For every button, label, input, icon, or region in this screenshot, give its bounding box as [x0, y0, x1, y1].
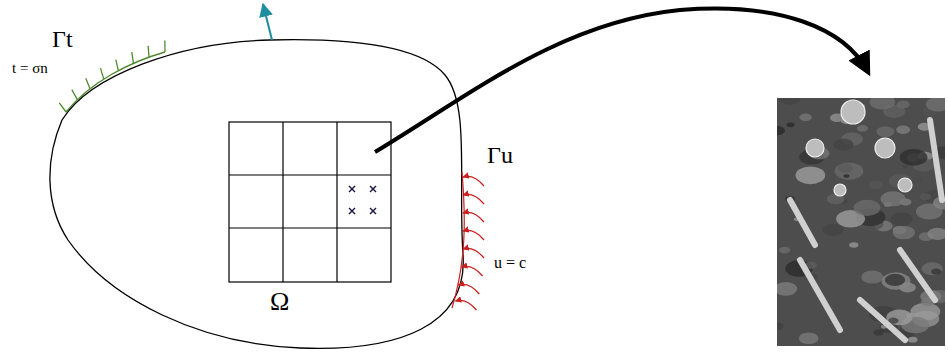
texture-grain [779, 98, 800, 105]
hatch-tick [59, 103, 66, 112]
normal-arrow [263, 4, 272, 40]
displacement-arrow [455, 300, 476, 310]
texture-grain [893, 226, 915, 239]
texture-grain [799, 332, 819, 344]
figure-label: Γu [487, 142, 513, 168]
texture-grain [849, 242, 858, 248]
figure-label: Ω [270, 288, 289, 317]
texture-grain [823, 224, 844, 236]
texture-grain [777, 126, 785, 135]
hatch-tick [116, 60, 118, 71]
fibre-rod [900, 250, 935, 300]
texture-grain [876, 126, 894, 137]
domain-outline [50, 40, 463, 349]
hatch-tick [132, 52, 134, 63]
microstructure-image [777, 98, 945, 346]
texture-grain [913, 177, 923, 183]
texture-grain [843, 174, 849, 178]
texture-grain [897, 101, 910, 109]
cross-stroke [370, 208, 376, 214]
displacement-arrow [463, 248, 484, 258]
texture-grain [835, 163, 863, 180]
particle-sphere [841, 100, 865, 124]
cross-stroke [349, 186, 355, 192]
cross-stroke [349, 186, 355, 192]
displacement-arrow [458, 284, 479, 294]
texture-grain [857, 125, 868, 132]
texture-grain [881, 191, 906, 206]
texture-grain [838, 164, 853, 173]
mesh-grid [229, 122, 391, 282]
traction-hatch [59, 41, 165, 112]
fibre-rod [800, 260, 840, 330]
texture-grain [896, 126, 910, 134]
texture-grain [927, 228, 945, 240]
particle-sphere [898, 178, 912, 192]
texture-grain [921, 262, 942, 275]
texture-grain [886, 309, 912, 325]
texture-grain [870, 98, 895, 110]
cross-stroke [349, 208, 355, 214]
texture-grain [885, 274, 905, 286]
zoom-arrow [375, 9, 868, 152]
texture-grain [882, 272, 911, 289]
texture-grain [919, 193, 931, 200]
cross-stroke [370, 186, 376, 192]
figure-label: u = c [494, 254, 526, 272]
gauss-point [349, 208, 355, 214]
texture-grain [833, 138, 853, 150]
cross-stroke [349, 208, 355, 214]
hatch-tick [164, 41, 165, 52]
cross-stroke [370, 208, 376, 214]
fibre-rod [930, 120, 942, 200]
displacement-boundary [452, 172, 464, 308]
displacement-arrow [462, 266, 483, 276]
gauss-point [349, 186, 355, 192]
fibre-rod [790, 200, 815, 245]
texture-grain [779, 247, 790, 254]
hatch-tick [72, 90, 77, 100]
texture-grain [926, 98, 945, 112]
gauss-point [370, 208, 376, 214]
texture-grain [890, 213, 913, 227]
particle-sphere [834, 184, 846, 196]
texture-grain [777, 282, 797, 296]
particle-sphere [875, 138, 895, 158]
figure-label: Γt [52, 26, 73, 52]
texture-grain [900, 149, 928, 166]
gauss-point [370, 186, 376, 192]
hatch-tick [147, 46, 149, 57]
texture-grain [869, 181, 883, 189]
particle-sphere [806, 139, 824, 157]
traction-boundary [66, 52, 165, 112]
texture-grain [931, 268, 941, 274]
gauss-points [349, 186, 376, 214]
texture-grain [796, 166, 826, 184]
texture-grain [777, 322, 783, 330]
fibre-rod [860, 300, 905, 340]
texture-grain [861, 270, 883, 283]
displacement-arrow [463, 176, 484, 186]
hatch-tick [100, 68, 103, 79]
hatch-tick [86, 78, 90, 89]
texture-grain [854, 200, 881, 216]
cross-stroke [370, 186, 376, 192]
texture-grain [873, 329, 884, 335]
texture-grain [786, 122, 794, 127]
displacement-arrow [463, 194, 484, 204]
displacement-arrow [463, 212, 484, 222]
texture-grain [908, 337, 918, 343]
displacement-arrows [452, 172, 484, 310]
figure-label: t = σn [12, 60, 48, 77]
texture-grain [902, 164, 908, 168]
texture-grain [799, 114, 812, 122]
displacement-arrow [463, 230, 484, 240]
